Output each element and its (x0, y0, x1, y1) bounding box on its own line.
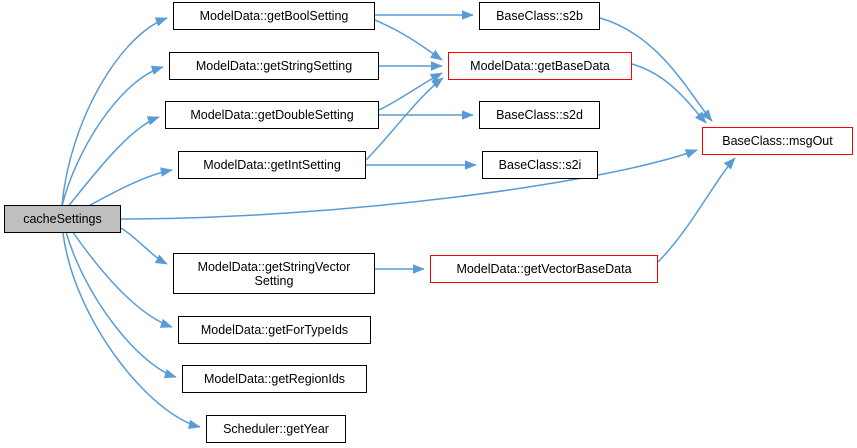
node-label: ModelData::getForTypeIds (200, 323, 349, 337)
node-label: BaseClass::s2i (498, 158, 582, 172)
edge-cacheSettings-msgOut (120, 149, 698, 220)
node-label: ModelData::getDoubleSetting (190, 108, 354, 122)
node-msgOut[interactable]: BaseClass::msgOut (702, 127, 853, 155)
edge-getIntSetting-getBaseData (365, 77, 444, 161)
node-label: ModelData::getRegionIds (203, 372, 346, 386)
node-getForTypeIds[interactable]: ModelData::getForTypeIds (178, 316, 371, 344)
edge-getBoolSetting-getBaseData (374, 19, 443, 61)
node-getYear[interactable]: Scheduler::getYear (206, 415, 346, 443)
node-getBoolSetting[interactable]: ModelData::getBoolSetting (173, 2, 375, 30)
node-label: ModelData::getBoolSetting (199, 9, 349, 23)
edge-cacheSettings-getDoubleSetting (65, 116, 160, 210)
node-label: ModelData::getIntSetting (203, 158, 341, 172)
node-label: BaseClass::s2b (496, 9, 583, 23)
node-cacheSettings[interactable]: cacheSettings (4, 205, 121, 233)
edge-cacheSettings-getBoolSetting (61, 17, 168, 206)
node-getDoubleSetting[interactable]: ModelData::getDoubleSetting (165, 101, 379, 129)
edge-cacheSettings-getStringVector (120, 227, 168, 265)
edge-cacheSettings-getForTypeIds (71, 230, 173, 328)
edge-cacheSettings-getYear (62, 232, 201, 430)
node-getIntSetting[interactable]: ModelData::getIntSetting (178, 151, 366, 179)
node-label: BaseClass::s2d (496, 108, 583, 122)
edge-getBaseData-msgOut (631, 63, 707, 124)
node-label: cacheSettings (23, 212, 102, 226)
edge-getDoubleSetting-getBaseData (378, 72, 443, 111)
edge-cacheSettings-getStringSetting (61, 65, 164, 207)
edge-cacheSettings-getRegionIds (65, 231, 177, 379)
edge-s2b-msgOut (599, 17, 713, 122)
node-label: ModelData::getStringSetting (195, 59, 353, 73)
node-getStringSetting[interactable]: ModelData::getStringSetting (169, 52, 379, 80)
node-s2i[interactable]: BaseClass::s2i (482, 151, 598, 179)
node-label: ModelData::getVectorBaseData (456, 262, 632, 276)
node-label: BaseClass::msgOut (722, 134, 833, 148)
node-getVectorBaseData[interactable]: ModelData::getVectorBaseData (430, 255, 658, 283)
node-s2d[interactable]: BaseClass::s2d (479, 101, 600, 129)
edge-getVectorBaseData-msgOut (657, 157, 736, 263)
node-getStringVectorSetting[interactable]: ModelData::getStringVector Setting (173, 253, 375, 294)
node-label: ModelData::getStringVector Setting (197, 259, 351, 288)
node-label: Scheduler::getYear (223, 422, 329, 436)
node-getBaseData[interactable]: ModelData::getBaseData (448, 52, 632, 80)
node-s2b[interactable]: BaseClass::s2b (479, 2, 600, 30)
node-getRegionIds[interactable]: ModelData::getRegionIds (182, 365, 367, 393)
node-label: ModelData::getBaseData (470, 59, 610, 73)
